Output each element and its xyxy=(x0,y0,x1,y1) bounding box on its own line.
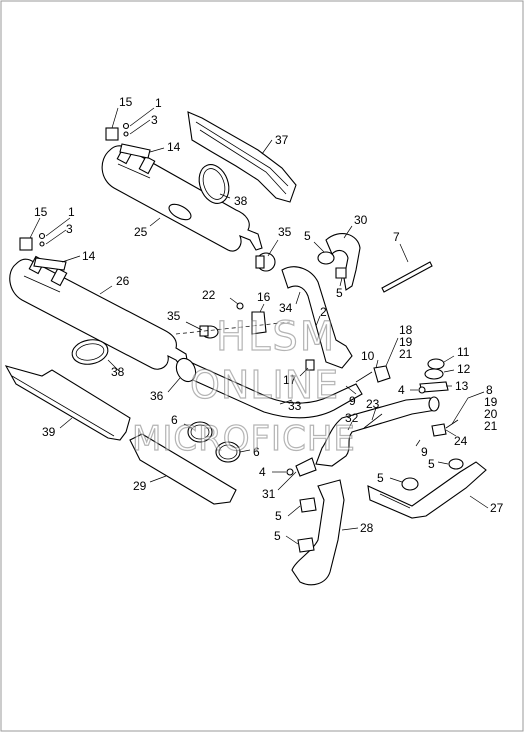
callout-18: 18 xyxy=(399,323,413,337)
callout-38: 38 xyxy=(111,365,125,379)
callout-5: 5 xyxy=(428,457,435,471)
callout-34: 34 xyxy=(279,301,293,315)
callout-6: 6 xyxy=(171,413,178,427)
part-5-clamp-shield-right xyxy=(401,458,464,491)
callout-11: 11 xyxy=(457,345,470,359)
callout-33: 33 xyxy=(288,399,302,413)
part-36-coupling xyxy=(175,357,197,383)
watermark-line-2: ONLINE xyxy=(190,363,339,407)
callout-4: 4 xyxy=(259,465,266,479)
callout-17: 17 xyxy=(283,373,297,387)
callout-7: 7 xyxy=(393,230,400,244)
watermark-line-1: HLSM xyxy=(216,314,336,360)
callout-5: 5 xyxy=(274,529,281,543)
part-6-clamp-front xyxy=(187,421,213,443)
part-23-screw xyxy=(363,413,383,429)
part-14-upper-bracket xyxy=(119,143,151,159)
callout-20: 20 xyxy=(484,407,498,421)
part-28-rear-heat-shield xyxy=(291,479,345,586)
part-37-upper-heat-shield xyxy=(187,111,297,203)
part-15-upper-mount xyxy=(105,122,130,141)
callout-39: 39 xyxy=(42,425,56,439)
callout-9: 9 xyxy=(421,445,428,459)
callout-12: 12 xyxy=(457,362,471,376)
watermark-line-3: MICROFICHE xyxy=(132,419,356,459)
part-33-crossover-pipe xyxy=(175,321,363,419)
callout-29: 29 xyxy=(133,479,147,493)
callout-8: 8 xyxy=(486,383,493,397)
callout-38: 38 xyxy=(234,194,248,208)
callout-5: 5 xyxy=(336,286,343,300)
callout-15: 15 xyxy=(119,95,133,109)
callout-23: 23 xyxy=(366,397,380,411)
callout-3: 3 xyxy=(151,113,158,127)
part-29-heat-shield xyxy=(129,433,237,505)
part-32-rear-head-pipe xyxy=(315,396,440,467)
callout-27: 27 xyxy=(490,501,504,515)
part-5-clamp-upper xyxy=(317,251,347,279)
callout-36: 36 xyxy=(150,389,164,403)
callout-14: 14 xyxy=(167,140,181,154)
callout-labels: 15 1 3 14 37 38 25 15 1 3 14 26 35 5 30 … xyxy=(34,95,504,543)
callout-19: 19 xyxy=(399,335,413,349)
callout-5: 5 xyxy=(304,229,311,243)
part-4-nut-lower xyxy=(286,468,294,476)
callout-30: 30 xyxy=(354,213,368,227)
callout-16: 16 xyxy=(257,290,271,304)
callout-35: 35 xyxy=(278,225,292,239)
callout-13: 13 xyxy=(455,379,469,393)
part-5-clamp-lower-rear xyxy=(297,497,317,553)
part-27-muffler-shield xyxy=(367,461,487,519)
callout-14: 14 xyxy=(82,249,96,263)
part-4-nut-upper xyxy=(418,386,426,394)
callout-5: 5 xyxy=(377,471,384,485)
callout-4: 4 xyxy=(398,383,405,397)
part-15-lower-mount xyxy=(19,232,46,251)
callout-24: 24 xyxy=(454,434,468,448)
callout-10: 10 xyxy=(361,349,375,363)
part-22-nut xyxy=(236,302,244,310)
callout-1: 1 xyxy=(68,205,75,219)
part-38-lower-clamp xyxy=(71,339,109,365)
part-30-heat-shield xyxy=(325,233,361,291)
part-10-oxygen-sensor xyxy=(355,365,391,383)
callout-35: 35 xyxy=(167,309,181,323)
watermark: HLSM ONLINE MICROFICHE xyxy=(131,313,356,459)
callout-6: 6 xyxy=(253,445,260,459)
callout-9: 9 xyxy=(349,394,356,408)
part-17-sensor-boss xyxy=(305,359,315,371)
callout-2: 2 xyxy=(320,305,327,319)
leader-lines xyxy=(29,107,489,545)
part-11-gasket xyxy=(427,358,445,370)
callout-19: 19 xyxy=(484,395,498,409)
part-12-retaining-ring xyxy=(424,368,444,380)
part-7-strap xyxy=(381,261,433,293)
callout-15: 15 xyxy=(34,205,48,219)
part-34-head-pipe xyxy=(281,266,353,369)
callout-31: 31 xyxy=(262,487,276,501)
part-39-lower-heat-shield xyxy=(4,365,131,441)
part-38-upper-clamp xyxy=(198,164,230,204)
callout-21: 21 xyxy=(399,347,413,361)
callout-26: 26 xyxy=(116,274,130,288)
callout-28: 28 xyxy=(360,521,374,535)
callout-22: 22 xyxy=(202,288,216,302)
callout-37: 37 xyxy=(275,133,289,147)
callout-21: 21 xyxy=(484,419,498,433)
callout-25: 25 xyxy=(134,225,148,239)
callout-1: 1 xyxy=(155,96,162,110)
callout-32: 32 xyxy=(345,411,359,425)
callout-3: 3 xyxy=(66,222,73,236)
part-35-upper-clamp xyxy=(255,252,276,272)
part-20-sensor xyxy=(431,419,459,437)
part-14-lower-bracket xyxy=(33,257,67,271)
part-31-bracket xyxy=(295,457,317,477)
callout-5: 5 xyxy=(275,509,282,523)
